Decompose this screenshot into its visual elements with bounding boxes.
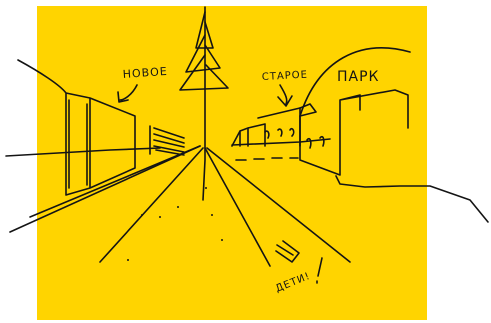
- road-dot: [141, 214, 143, 216]
- yellow-paper: [37, 6, 427, 320]
- road-dot: [211, 214, 213, 216]
- road-dot: [205, 187, 207, 189]
- road-dot: [177, 206, 179, 208]
- road-dot: [127, 259, 129, 261]
- label-park: ПАРК: [337, 69, 380, 85]
- road-dot: [159, 216, 161, 218]
- road-dot: [221, 239, 223, 241]
